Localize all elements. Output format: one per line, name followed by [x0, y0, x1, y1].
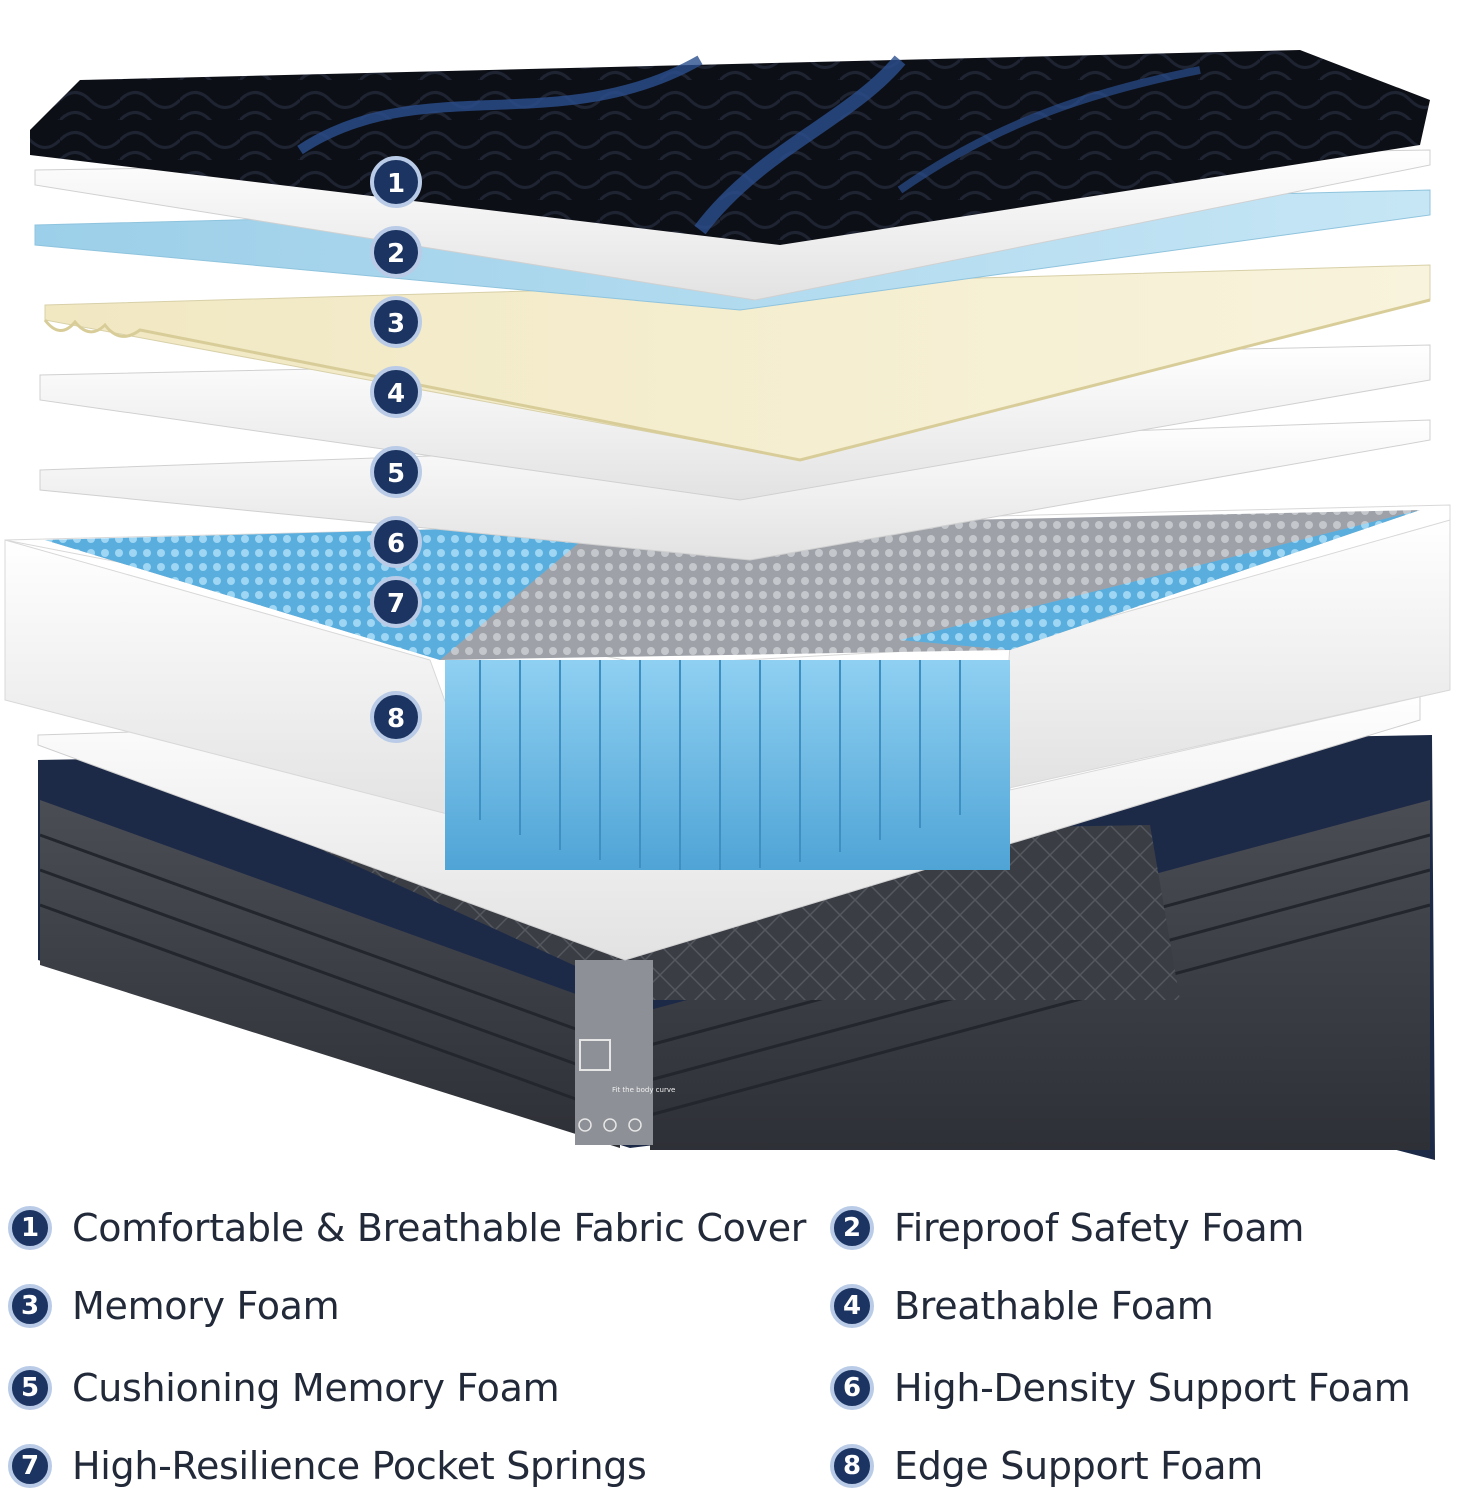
svg-text:4: 4: [387, 379, 405, 409]
svg-text:6: 6: [387, 529, 405, 559]
number-badge: 7: [8, 1444, 52, 1488]
tag-icon-b: [603, 1118, 617, 1132]
legend-label: High-Density Support Foam: [894, 1366, 1411, 1410]
number-badge: 4: [830, 1284, 874, 1328]
legend-label: Fireproof Safety Foam: [894, 1206, 1305, 1250]
legend-label: Comfortable & Breathable Fabric Cover: [72, 1206, 807, 1250]
memory-foam-wave: [43, 298, 1431, 462]
legend-item-5: 5 Cushioning Memory Foam: [8, 1360, 560, 1416]
callout-3: 3: [370, 296, 422, 348]
legend-item-2: 2 Fireproof Safety Foam: [830, 1200, 1304, 1256]
legend-item-3: 3 Memory Foam: [8, 1278, 340, 1334]
svg-text:1: 1: [387, 169, 405, 199]
legend-label: Edge Support Foam: [894, 1444, 1263, 1488]
svg-text:3: 3: [387, 309, 405, 339]
tag-strip: [575, 960, 653, 1145]
callout-5: 5: [370, 446, 422, 498]
legend-item-6: 6 High-Density Support Foam: [830, 1360, 1411, 1416]
legend-label: Cushioning Memory Foam: [72, 1366, 560, 1410]
tag-icon-a: [578, 1118, 592, 1132]
legend-label: High-Resilience Pocket Springs: [72, 1444, 647, 1488]
springs-top-blue-left: [45, 525, 600, 660]
springs-front: [445, 660, 1010, 870]
product-tag: Fit the body curve: [575, 960, 675, 1145]
callout-8: 8: [370, 691, 422, 743]
layer-legend: 1 Comfortable & Breathable Fabric Cover …: [0, 1180, 1462, 1495]
callout-badges: 1 2 3 4 5 6 7 8: [370, 156, 422, 743]
number-badge: 1: [8, 1206, 52, 1250]
callout-2: 2: [370, 226, 422, 278]
tag-text: Fit the body curve: [612, 1086, 675, 1094]
svg-text:5: 5: [387, 459, 405, 489]
legend-label: Breathable Foam: [894, 1284, 1214, 1328]
svg-text:2: 2: [387, 239, 405, 269]
number-badge: 3: [8, 1284, 52, 1328]
mattress-layers-illustration: Fit the body curve: [4, 50, 1451, 1160]
legend-label: Memory Foam: [72, 1284, 340, 1328]
springs-top-blue-right: [900, 510, 1420, 650]
legend-item-7: 7 High-Resilience Pocket Springs: [8, 1438, 647, 1494]
svg-text:7: 7: [387, 589, 405, 619]
bed-icon: [579, 1039, 611, 1071]
svg-text:8: 8: [387, 704, 405, 734]
legend-item-1: 1 Comfortable & Breathable Fabric Cover: [8, 1200, 806, 1256]
callout-1: 1: [370, 156, 422, 208]
number-badge: 5: [8, 1366, 52, 1410]
number-badge: 8: [830, 1444, 874, 1488]
tag-icon-c: [628, 1118, 642, 1132]
number-badge: 6: [830, 1366, 874, 1410]
legend-item-4: 4 Breathable Foam: [830, 1278, 1214, 1334]
legend-item-8: 8 Edge Support Foam: [830, 1438, 1263, 1494]
callout-7: 7: [370, 576, 422, 628]
callout-4: 4: [370, 366, 422, 418]
number-badge: 2: [830, 1206, 874, 1250]
callout-6: 6: [370, 516, 422, 568]
